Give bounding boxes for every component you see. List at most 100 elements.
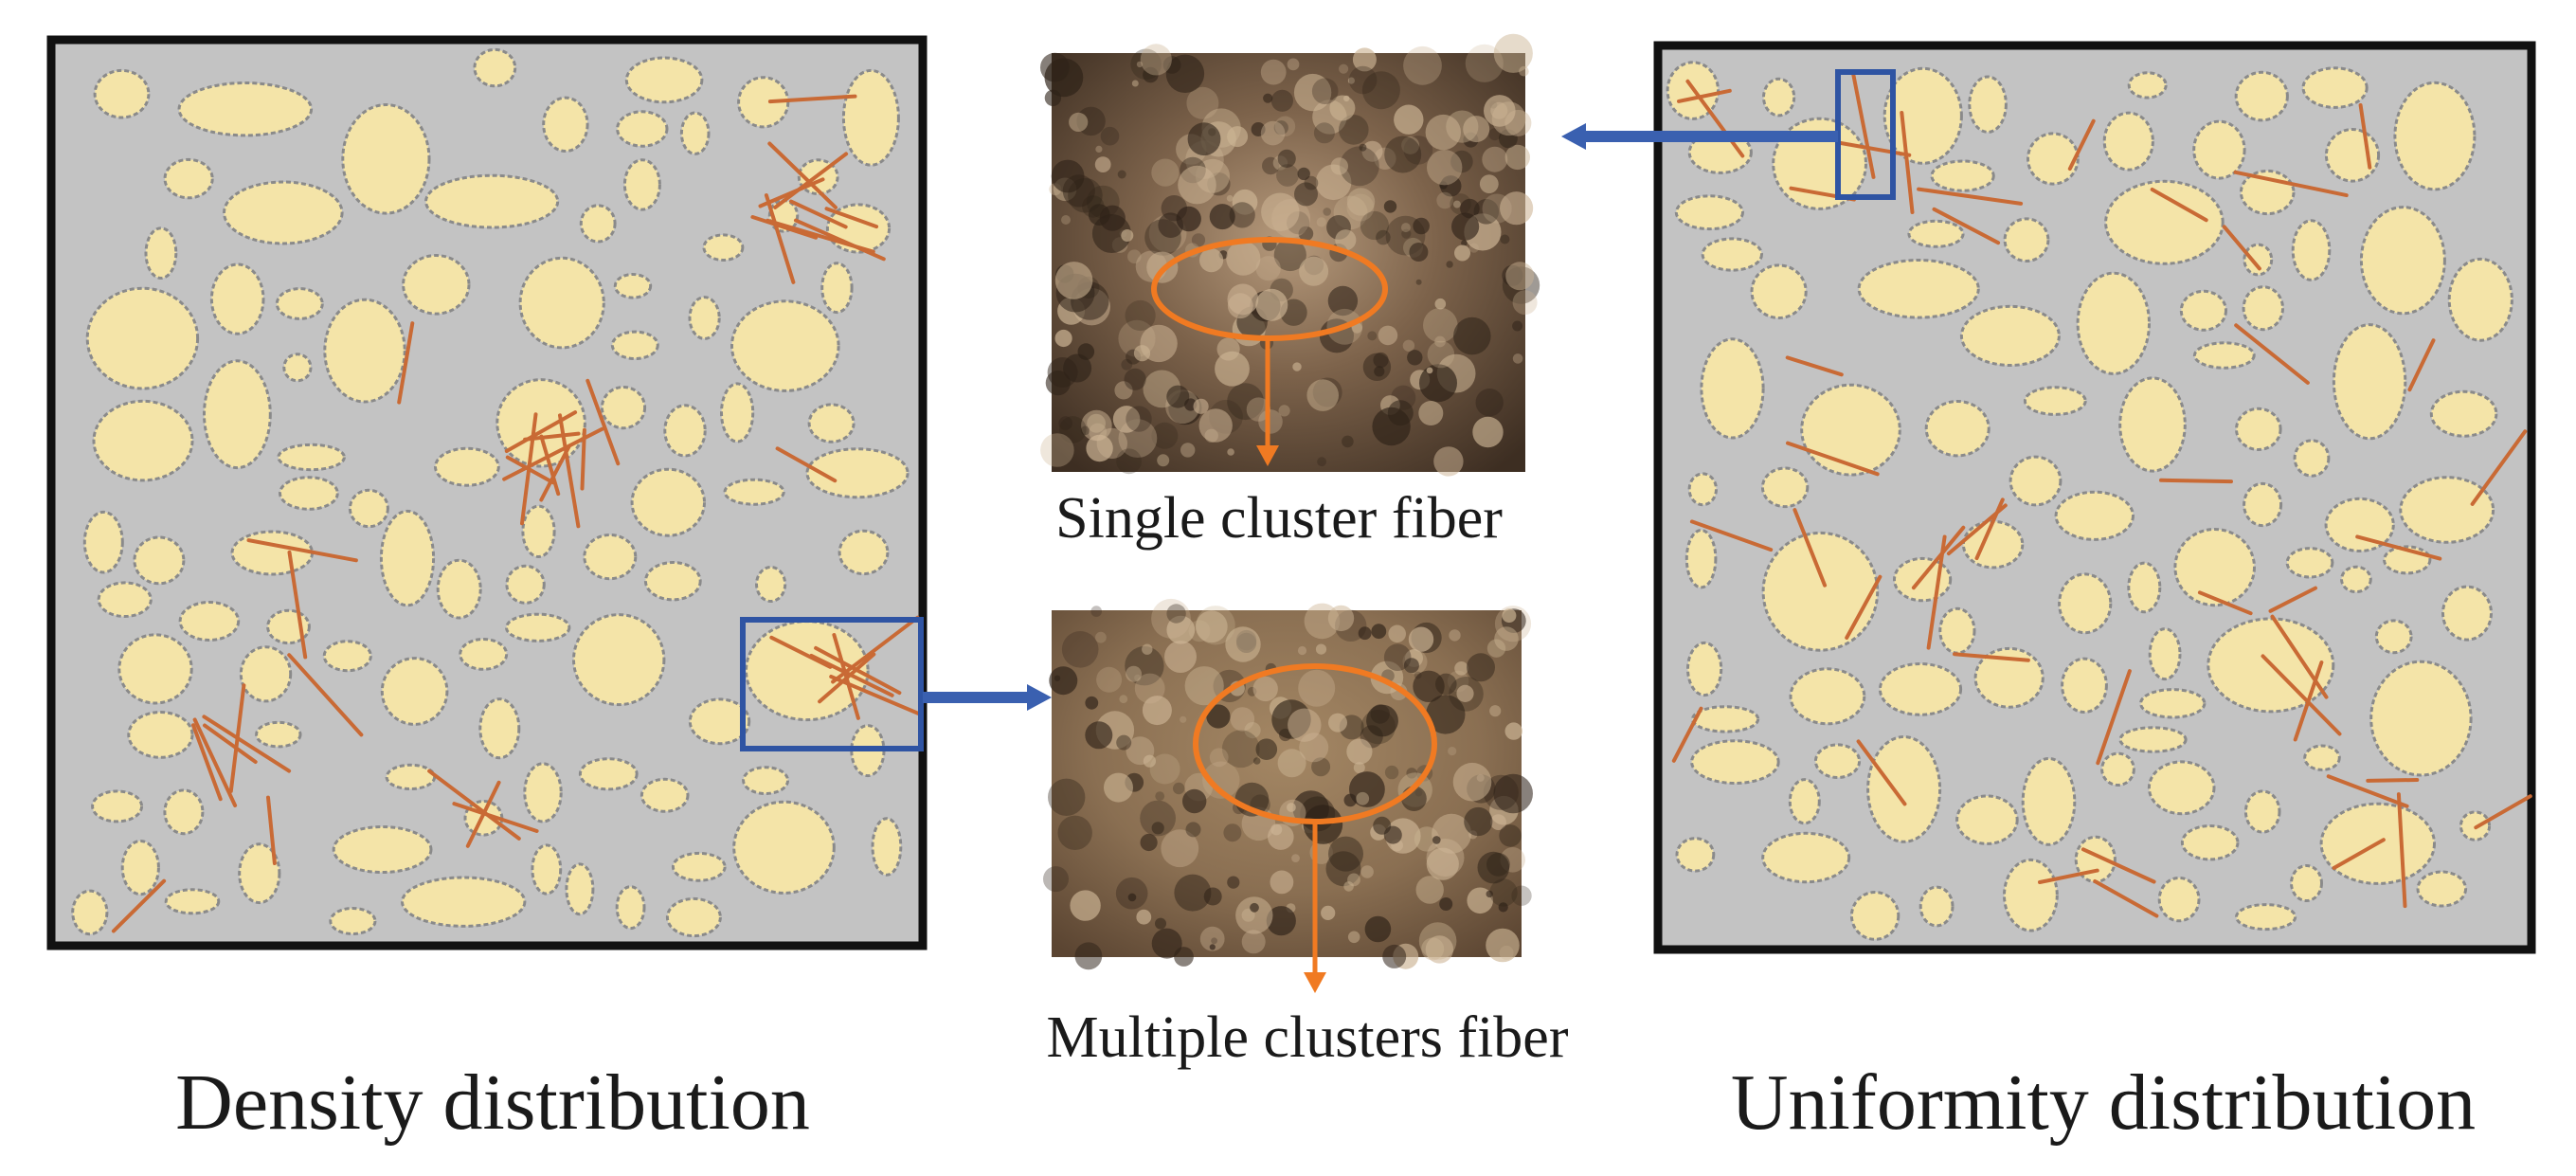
texture-speck bbox=[1199, 926, 1225, 951]
texture-speck bbox=[1489, 878, 1518, 907]
texture-speck bbox=[1151, 822, 1164, 835]
texture-speck bbox=[1260, 120, 1286, 146]
texture-speck bbox=[1204, 428, 1218, 443]
texture-speck bbox=[1502, 266, 1540, 304]
texture-speck bbox=[1142, 696, 1172, 726]
texture-speck bbox=[1271, 199, 1311, 238]
aggregate-particle bbox=[1882, 66, 1963, 165]
texture-speck bbox=[1121, 229, 1134, 242]
aggregate-particle bbox=[1918, 885, 1955, 928]
texture-speck bbox=[1116, 448, 1142, 475]
steel-fiber bbox=[2197, 590, 2253, 616]
texture-speck bbox=[1114, 381, 1133, 400]
texture-speck bbox=[1402, 339, 1415, 352]
steel-fiber bbox=[1786, 441, 1880, 477]
texture-speck bbox=[1505, 262, 1535, 291]
texture-speck bbox=[1221, 730, 1260, 769]
texture-speck bbox=[1362, 353, 1392, 381]
texture-speck bbox=[1270, 89, 1293, 112]
aggregate-particle bbox=[2429, 389, 2498, 438]
aggregate-particle bbox=[2359, 206, 2446, 316]
texture-speck bbox=[1472, 416, 1504, 448]
texture-speck bbox=[1502, 608, 1517, 624]
aggregate-particle bbox=[505, 612, 571, 642]
uniformity-panel bbox=[1653, 41, 2536, 954]
texture-speck bbox=[1118, 419, 1158, 458]
texture-speck bbox=[1418, 922, 1457, 960]
texture-speck bbox=[1298, 669, 1336, 707]
texture-speck bbox=[1409, 243, 1429, 262]
steel-fiber bbox=[202, 715, 292, 773]
texture-speck bbox=[1473, 199, 1500, 225]
texture-speck bbox=[1227, 448, 1234, 456]
aggregate-particle bbox=[164, 888, 221, 915]
texture-speck bbox=[1339, 63, 1349, 74]
aggregate-particle bbox=[1675, 837, 1716, 873]
aggregate-particle bbox=[755, 566, 787, 603]
texture-speck bbox=[1136, 909, 1152, 925]
aggregate-particle bbox=[2180, 824, 2240, 861]
aggregate-particle bbox=[2100, 751, 2135, 787]
texture-speck bbox=[1085, 721, 1113, 750]
aggregate-particle bbox=[163, 157, 214, 200]
steel-fiber bbox=[2332, 838, 2386, 870]
steel-fiber bbox=[824, 207, 879, 229]
texture-speck bbox=[1468, 243, 1479, 253]
texture-speck bbox=[1260, 59, 1287, 85]
aggregate-particle bbox=[238, 842, 281, 905]
texture-speck bbox=[1408, 626, 1434, 652]
texture-speck bbox=[1378, 325, 1398, 346]
texture-speck bbox=[1413, 670, 1445, 702]
texture-speck bbox=[1117, 170, 1126, 179]
texture-speck bbox=[1294, 182, 1318, 207]
aggregate-particle bbox=[2127, 71, 2168, 100]
steel-fiber bbox=[192, 717, 238, 807]
steel-fiber bbox=[1856, 739, 1907, 806]
texture-speck bbox=[1155, 791, 1165, 801]
texture-speck bbox=[1244, 722, 1261, 739]
aggregate-particle bbox=[2157, 876, 2201, 923]
texture-speck bbox=[1211, 937, 1217, 945]
texture-speck bbox=[1278, 405, 1290, 417]
aggregate-particle bbox=[1813, 743, 1862, 780]
texture-speck bbox=[1155, 917, 1166, 930]
aggregate-particle bbox=[807, 403, 856, 443]
aggregate-particle bbox=[379, 509, 436, 607]
texture-speck bbox=[1251, 122, 1266, 136]
texture-speck bbox=[1312, 377, 1342, 407]
texture-speck bbox=[1434, 335, 1446, 348]
texture-speck bbox=[1223, 823, 1242, 842]
multiple-clusters-photo bbox=[1043, 598, 1533, 993]
texture-speck bbox=[1335, 229, 1357, 251]
texture-speck bbox=[1387, 400, 1414, 426]
texture-speck bbox=[1482, 146, 1508, 172]
aggregate-particle bbox=[2192, 119, 2246, 180]
aggregate-particle bbox=[2023, 386, 2087, 416]
texture-speck bbox=[1292, 362, 1302, 371]
texture-speck bbox=[1512, 320, 1523, 332]
texture-speck bbox=[1343, 881, 1354, 892]
aggregate-particle bbox=[255, 720, 302, 749]
texture-speck bbox=[1500, 234, 1510, 244]
aggregate-particle bbox=[1691, 705, 1760, 733]
texture-speck bbox=[1130, 48, 1162, 81]
texture-speck bbox=[1227, 293, 1253, 319]
steel-fiber bbox=[769, 635, 833, 669]
steel-fiber bbox=[773, 152, 849, 209]
texture-speck bbox=[1427, 150, 1463, 186]
aggregate-particle bbox=[341, 103, 431, 215]
texture-speck bbox=[1227, 126, 1249, 148]
texture-speck bbox=[1325, 851, 1361, 887]
single-cluster-photo bbox=[1040, 33, 1540, 477]
steel-fiber bbox=[2366, 778, 2420, 783]
texture-speck bbox=[1061, 631, 1099, 668]
texture-speck bbox=[1451, 212, 1480, 241]
texture-speck bbox=[1261, 192, 1300, 231]
aggregate-particle bbox=[1761, 531, 1880, 652]
texture-speck bbox=[1288, 708, 1322, 742]
aggregate-particle bbox=[578, 757, 639, 791]
aggregate-particle bbox=[401, 876, 527, 928]
texture-speck bbox=[1043, 866, 1069, 893]
aggregate-particle bbox=[720, 382, 755, 443]
